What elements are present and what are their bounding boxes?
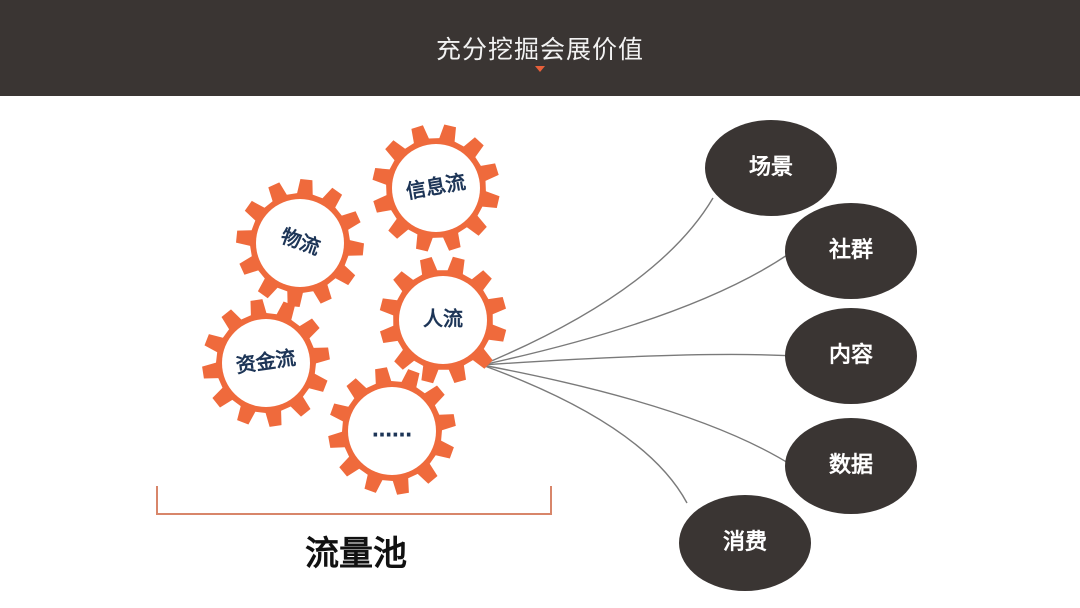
gear-label: ……	[372, 418, 412, 442]
pool-label: 流量池	[305, 534, 407, 574]
gear-label: 人流	[423, 307, 463, 331]
connector-line	[481, 353, 794, 366]
node-label: 内容	[829, 342, 873, 368]
page-title: 充分挖掘会展价值	[435, 35, 644, 64]
gear-3: 人流	[379, 256, 507, 384]
node-label: 场景	[749, 155, 793, 180]
gear-center	[399, 276, 487, 364]
node-label: 消费	[723, 530, 767, 555]
node-bubble	[785, 418, 917, 514]
connector-line	[481, 364, 794, 467]
gear-2: 物流	[236, 179, 364, 307]
connector-line	[481, 364, 688, 504]
value-node-1: 场景	[705, 120, 837, 216]
node-label: 社群	[829, 237, 873, 263]
node-bubble	[705, 120, 837, 216]
value-node-3: 内容	[785, 308, 917, 404]
header-bar: 充分挖掘会展价值	[0, 0, 1080, 96]
gear-5: ……	[328, 367, 456, 495]
node-bubble	[785, 308, 917, 404]
node-bubble	[679, 495, 811, 591]
value-node-2: 社群	[785, 203, 917, 299]
gear-center	[392, 144, 480, 232]
gear-center	[256, 199, 344, 287]
connector-line	[481, 250, 794, 366]
gear-center	[348, 387, 436, 475]
connector-lines	[481, 197, 794, 504]
pool-bracket	[156, 486, 552, 515]
connector-line	[481, 197, 714, 366]
value-node-5: 消费	[679, 495, 811, 591]
caret-down-icon	[535, 66, 545, 72]
gear-center	[222, 319, 310, 407]
node-label: 数据	[829, 452, 873, 478]
gear-1: 信息流	[372, 124, 500, 252]
node-bubble	[785, 203, 917, 299]
value-node-4: 数据	[785, 418, 917, 514]
gear-4: 资金流	[202, 299, 330, 427]
